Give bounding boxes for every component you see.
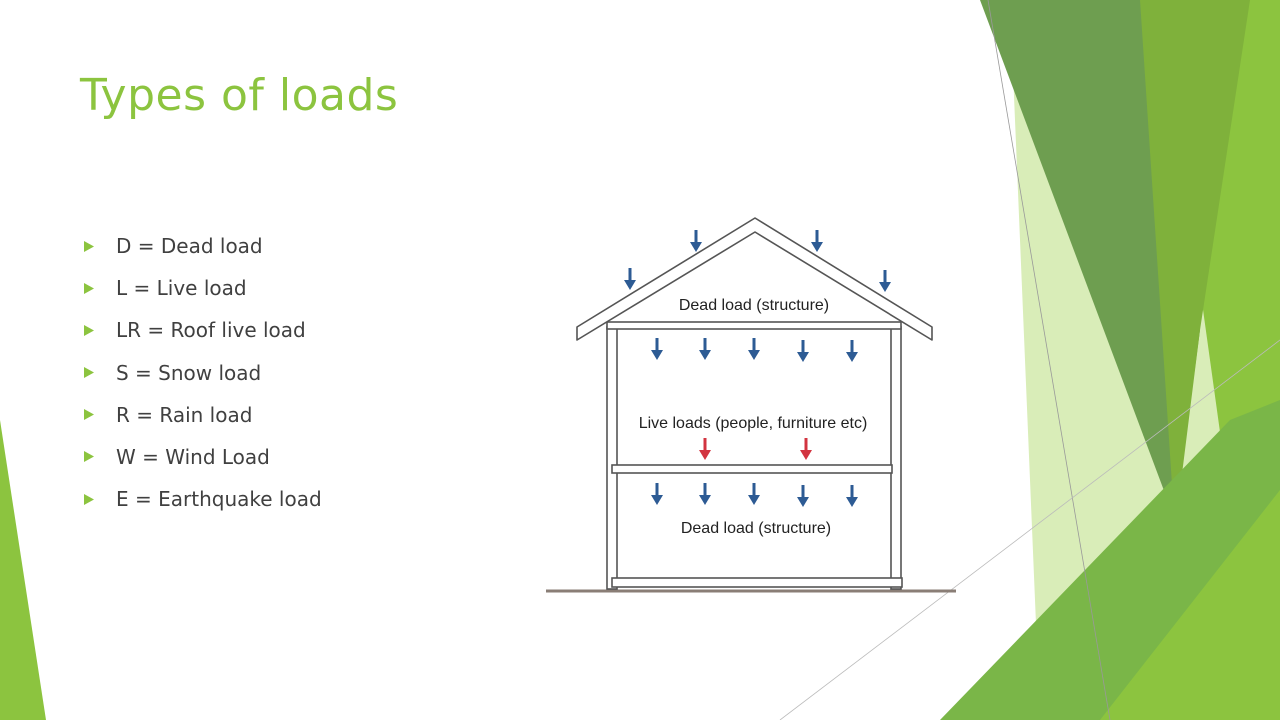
roof-load-arrow-icon bbox=[624, 268, 636, 290]
load-arrows bbox=[624, 230, 891, 507]
floor-dead-load-label: Dead load (structure) bbox=[681, 520, 831, 537]
slide-title: Types of loads bbox=[80, 70, 399, 121]
bullet-text: R = Rain load bbox=[116, 402, 253, 427]
roof-load-arrow-icon bbox=[879, 270, 891, 292]
bullet-arrow-icon bbox=[84, 400, 94, 430]
bullet-text: W = Wind Load bbox=[116, 444, 270, 469]
list-item: LR = Roof live load bbox=[84, 315, 322, 357]
green-shard-right bbox=[1140, 0, 1250, 530]
dead-load-arrow-icon bbox=[846, 340, 858, 362]
middle-floor bbox=[611, 464, 893, 474]
bullet-arrow-icon bbox=[84, 315, 94, 345]
bullet-arrow-icon bbox=[84, 231, 94, 261]
bullet-arrow-icon bbox=[84, 358, 94, 388]
thin-line-1 bbox=[987, 0, 1111, 720]
dead-load-arrow-icon bbox=[699, 483, 711, 505]
dead-load-arrow-icon bbox=[846, 485, 858, 507]
list-item: S = Snow load bbox=[84, 358, 322, 400]
list-item: L = Live load bbox=[84, 273, 322, 315]
bullet-arrow-icon bbox=[84, 442, 94, 472]
dead-load-arrow-icon bbox=[748, 483, 760, 505]
dead-load-arrow-icon bbox=[748, 338, 760, 360]
thin-line-2 bbox=[779, 339, 1280, 720]
bullet-text: LR = Roof live load bbox=[116, 318, 306, 343]
roof-load-arrow-icon bbox=[690, 230, 702, 252]
live-load-arrow-icon bbox=[699, 438, 711, 460]
roof bbox=[576, 217, 933, 341]
ground-floor bbox=[611, 577, 903, 588]
roof-dead-load-label: Dead load (structure) bbox=[679, 297, 829, 314]
bullet-text: E = Earthquake load bbox=[116, 487, 322, 512]
list-item: R = Rain load bbox=[84, 400, 322, 442]
left-green-shard bbox=[0, 420, 46, 720]
roof-load-arrow-icon bbox=[811, 230, 823, 252]
bullet-text: D = Dead load bbox=[116, 234, 263, 258]
dead-load-arrow-icon bbox=[797, 340, 809, 362]
live-load-arrow-icon bbox=[800, 438, 812, 460]
dead-load-arrow-icon bbox=[699, 338, 711, 360]
bullet-arrow-icon bbox=[84, 484, 94, 514]
left-wall bbox=[606, 326, 618, 590]
live-load-label: Live loads (people, furniture etc) bbox=[639, 415, 868, 432]
bottom-bright-shard bbox=[1100, 490, 1280, 720]
ceiling-beam bbox=[606, 321, 902, 330]
bullet-text: L = Live load bbox=[116, 276, 247, 301]
dark-green-shard bbox=[980, 0, 1200, 520]
load-type-list: D = Dead load L = Live load LR = Roof li… bbox=[84, 231, 322, 526]
dead-load-arrow-icon bbox=[651, 338, 663, 360]
list-item: D = Dead load bbox=[84, 231, 322, 273]
dead-load-arrow-icon bbox=[651, 483, 663, 505]
list-item: W = Wind Load bbox=[84, 442, 322, 484]
list-item: E = Earthquake load bbox=[84, 484, 322, 526]
bullet-text: S = Snow load bbox=[116, 360, 262, 385]
right-wall bbox=[890, 326, 902, 590]
bullet-arrow-icon bbox=[84, 273, 94, 303]
house-load-diagram: Dead load (structure) Live loads (people… bbox=[546, 217, 956, 593]
dead-load-arrow-icon bbox=[797, 485, 809, 507]
